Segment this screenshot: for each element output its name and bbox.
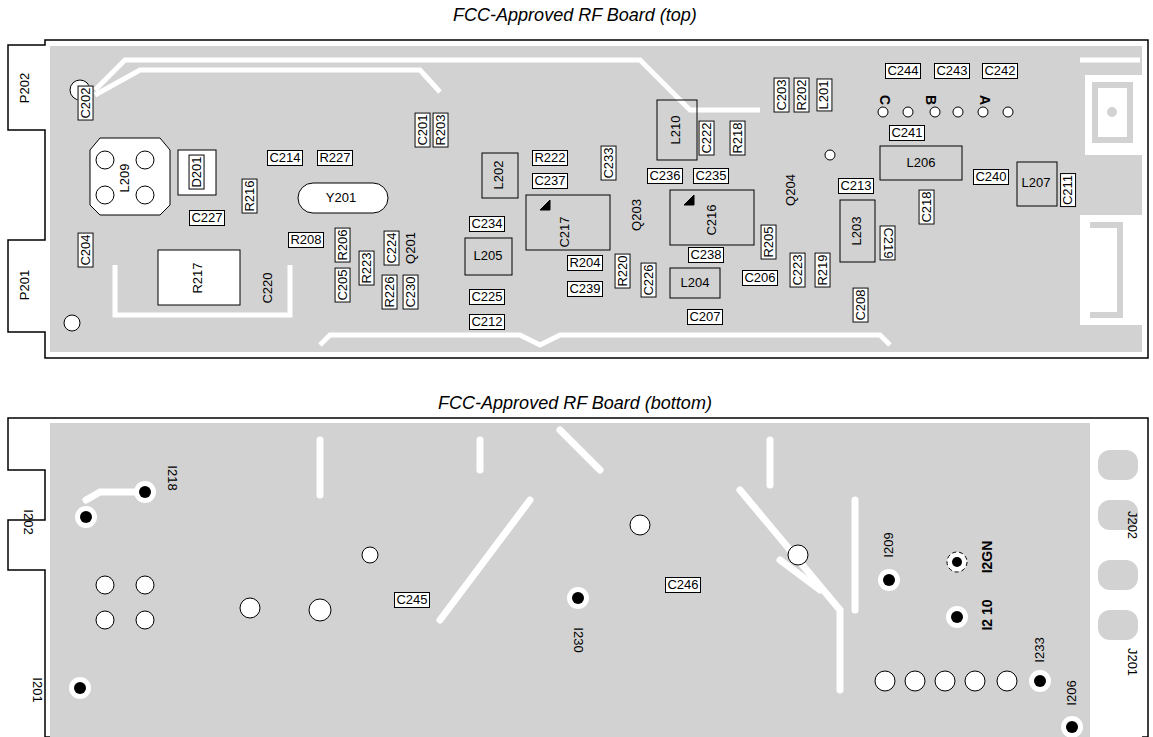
part-label: I2GN (980, 541, 994, 574)
part-label: R206 (335, 227, 351, 262)
board-heading: FCC-Approved RF Board (bottom) (438, 393, 712, 413)
part-label: C214 (267, 150, 302, 166)
part-label: C219 (880, 225, 896, 260)
part-label: I233 (1033, 637, 1047, 662)
part-label: I2 10 (980, 599, 994, 630)
part-label: C241 (889, 125, 924, 141)
part-label: L204 (681, 276, 710, 290)
part-label: R205 (761, 224, 777, 259)
part-label: R222 (532, 150, 567, 166)
part-label: R219 (815, 252, 831, 287)
bottom-board (8, 418, 1148, 737)
part-label: Q201 (404, 232, 418, 264)
part-label: C238 (688, 247, 723, 263)
part-label: Q203 (630, 199, 644, 231)
part-label: A (978, 95, 992, 105)
part-label: C205 (335, 267, 351, 302)
part-label: I230 (571, 627, 585, 652)
part-label: L205 (474, 249, 503, 263)
part-label: C203 (774, 77, 790, 112)
part-label: R202 (794, 77, 810, 112)
part-label: L201 (816, 79, 832, 112)
part-label: C202 (78, 85, 94, 120)
board-heading: FCC-Approved RF Board (top) (453, 5, 697, 25)
part-label: C204 (78, 232, 94, 267)
part-label: C (878, 95, 892, 105)
part-label: C222 (699, 120, 715, 155)
part-label: L210 (669, 116, 683, 145)
part-label: C220 (261, 272, 275, 303)
part-label: C218 (919, 189, 935, 224)
part-label: R227 (317, 150, 352, 166)
part-label: R216 (242, 178, 258, 213)
part-label: C242 (982, 63, 1017, 79)
part-label: C201 (415, 112, 431, 147)
part-label: C240 (973, 169, 1008, 185)
part-label: B (924, 95, 938, 105)
part-label: I202 (21, 509, 35, 534)
part-label: C234 (469, 216, 504, 232)
part-label: C216 (705, 204, 719, 235)
part-label: R220 (615, 253, 631, 288)
part-label: C225 (469, 289, 504, 305)
part-label: L207 (1022, 176, 1051, 190)
part-label: C235 (693, 168, 728, 184)
part-label: L202 (492, 161, 506, 190)
part-label: C243 (934, 63, 969, 79)
part-label: C246 (665, 577, 700, 593)
part-label: D201 (189, 154, 205, 189)
part-label: J202 (1125, 511, 1139, 539)
part-label: C226 (641, 262, 657, 297)
part-label: R223 (359, 250, 375, 285)
part-label: I201 (30, 677, 44, 702)
part-label: L209 (118, 164, 132, 193)
part-label: C208 (853, 287, 869, 322)
part-label: C236 (647, 168, 682, 184)
part-label: C244 (885, 63, 920, 79)
part-label: R204 (567, 255, 602, 271)
part-label: J201 (1125, 648, 1139, 676)
part-label: Y201 (326, 191, 356, 205)
part-label: Q204 (784, 174, 798, 206)
part-label: P201 (18, 270, 32, 300)
part-label: I206 (1065, 680, 1079, 705)
part-label: C217 (558, 216, 572, 247)
part-label: C206 (742, 270, 777, 286)
part-label: C212 (469, 314, 504, 330)
part-label: R218 (730, 120, 746, 155)
part-label: R226 (382, 274, 398, 309)
part-label: P202 (18, 73, 32, 103)
part-label: R217 (191, 262, 205, 293)
part-label: C239 (567, 281, 602, 297)
part-label: C245 (394, 592, 429, 608)
part-label: C227 (189, 210, 224, 226)
part-label: L203 (850, 217, 864, 246)
part-label: C224 (384, 230, 400, 265)
part-label: C233 (601, 145, 617, 180)
part-label: C230 (403, 274, 419, 309)
part-label: I209 (882, 532, 896, 557)
part-label: R208 (288, 232, 323, 248)
part-label: C207 (687, 309, 722, 325)
part-label: C237 (532, 173, 567, 189)
part-label: I218 (165, 465, 179, 490)
part-label: C211 (1060, 173, 1076, 207)
part-label: R203 (433, 112, 449, 147)
part-label: C223 (790, 252, 806, 287)
part-label: C213 (838, 178, 873, 194)
top-board (8, 40, 1148, 358)
part-label: L206 (907, 156, 936, 170)
